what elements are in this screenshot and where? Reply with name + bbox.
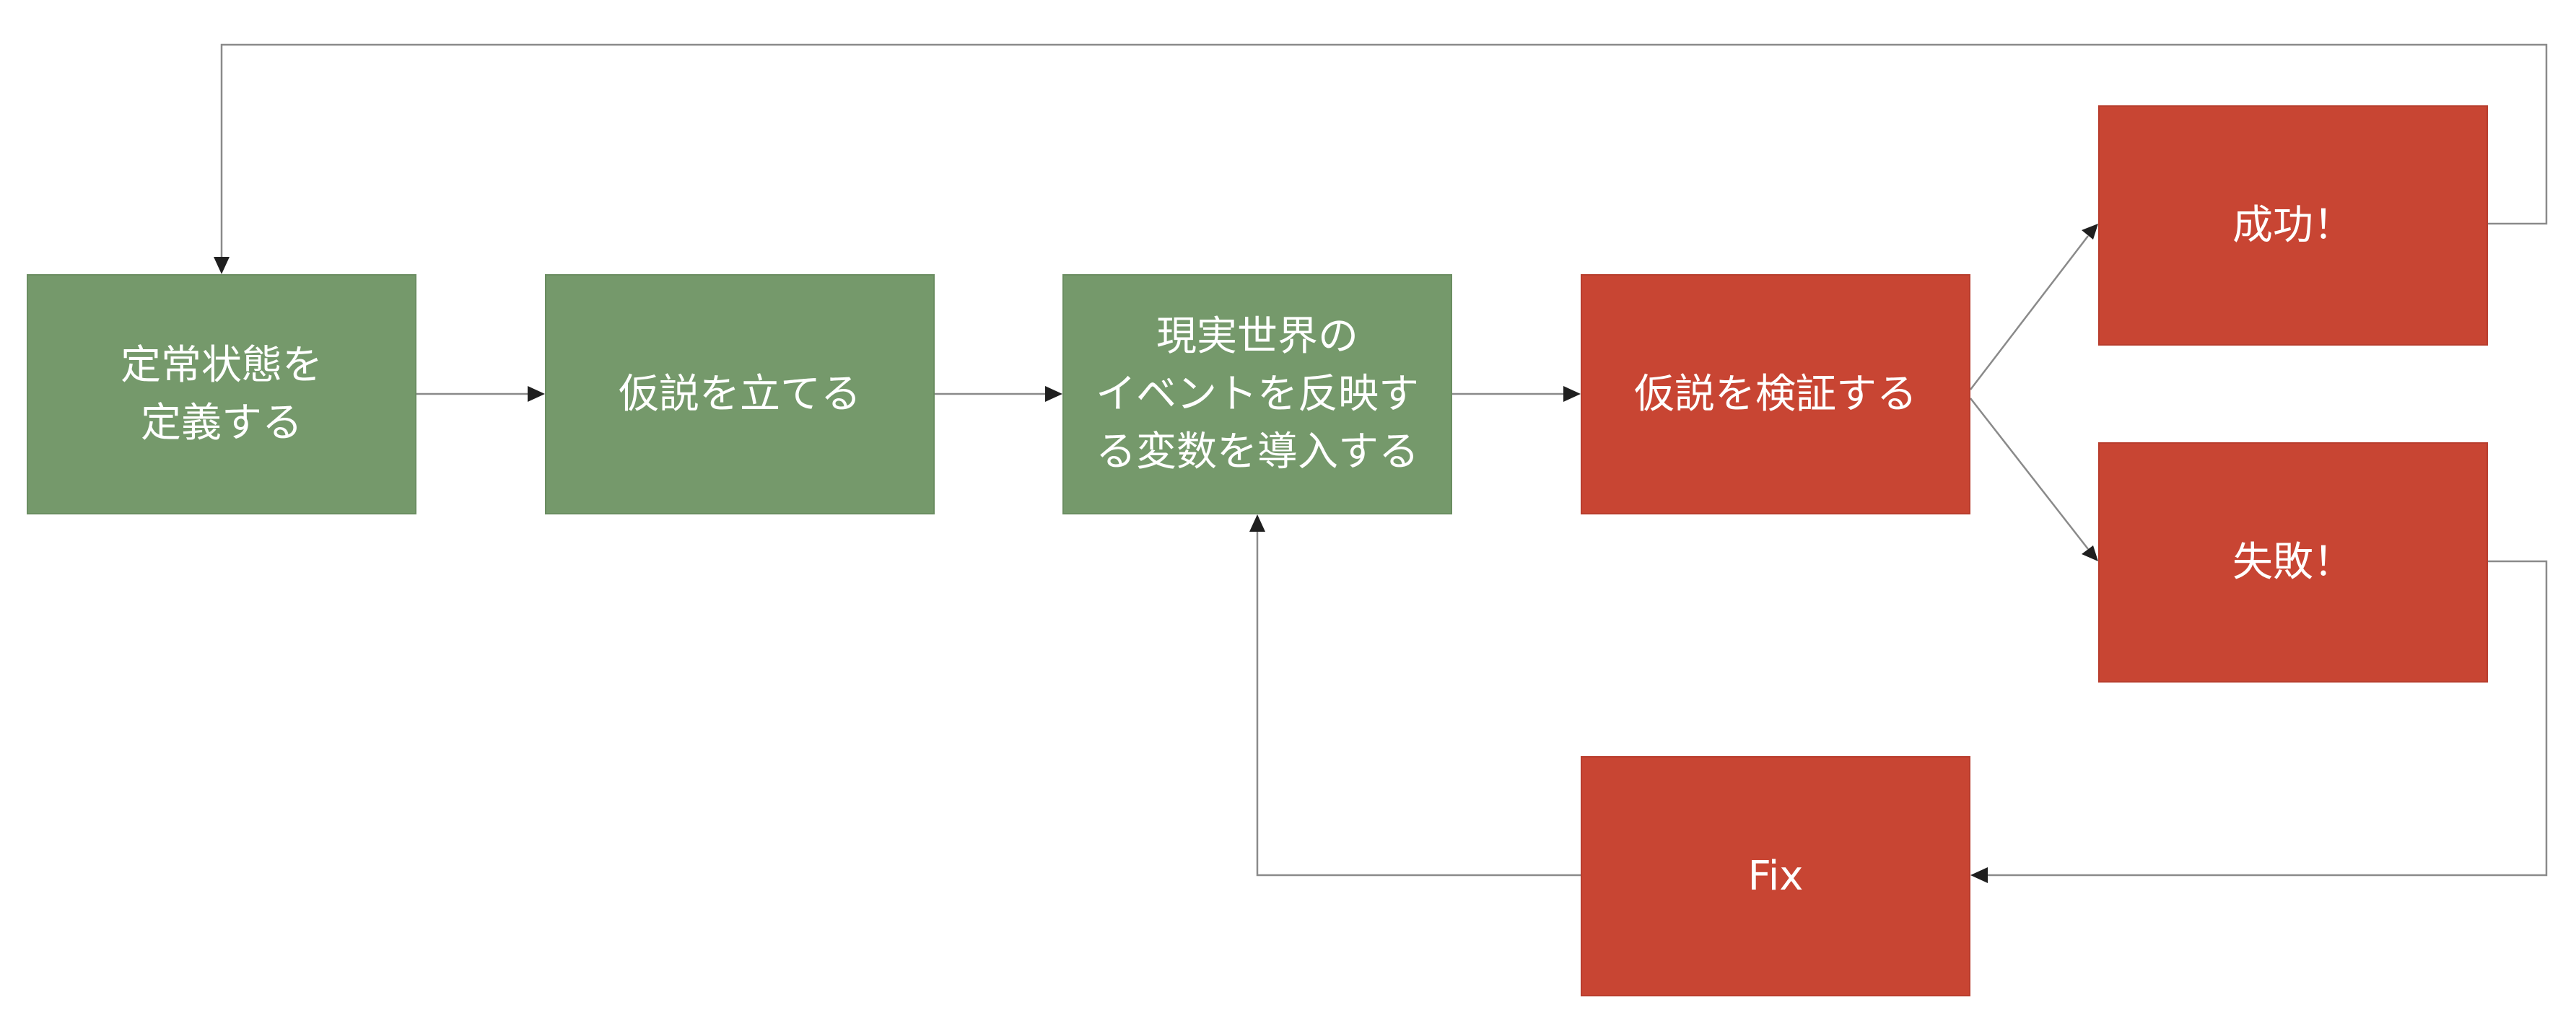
edge-variables-to-verify bbox=[1452, 386, 1581, 402]
arrowhead-icon bbox=[2082, 224, 2098, 240]
node-label-line: イベントを反映す bbox=[1096, 370, 1419, 418]
node-label-line: 現実世界の bbox=[1156, 312, 1358, 360]
edge-hypothesis-to-variables bbox=[935, 386, 1062, 402]
arrowhead-icon bbox=[528, 386, 545, 402]
node-verify-hypothesis: 仮説を検証する bbox=[1581, 274, 1970, 514]
arrowhead-icon bbox=[1970, 867, 1988, 883]
node-label: 成功！ bbox=[2232, 201, 2354, 249]
edge-verify-to-success bbox=[1970, 224, 2098, 390]
node-label-line: 定常状態を bbox=[121, 341, 323, 389]
arrowhead-icon bbox=[1045, 386, 1062, 402]
node-label-line: る変数を導入する bbox=[1096, 428, 1419, 475]
node-fix: Fix bbox=[1581, 756, 1970, 996]
edge-success-to-define bbox=[214, 43, 2548, 274]
edge-failure-to-fix bbox=[1970, 560, 2548, 883]
node-success: 成功！ bbox=[2098, 105, 2488, 346]
node-failure: 失敗！ bbox=[2098, 442, 2488, 683]
arrowhead-icon bbox=[1249, 514, 1265, 532]
node-introduce-variables: 現実世界の イベントを反映す る変数を導入する bbox=[1062, 274, 1452, 514]
node-label-line: 定義する bbox=[141, 399, 302, 447]
node-label: 仮説を立てる bbox=[619, 370, 861, 418]
edge-verify-to-failure bbox=[1970, 398, 2098, 561]
node-label: Fix bbox=[1747, 852, 1804, 900]
arrowhead-icon bbox=[214, 257, 230, 274]
node-define-steady-state: 定常状態を 定義する bbox=[27, 274, 416, 514]
arrowhead-icon bbox=[1563, 386, 1581, 402]
edge-fix-to-variables bbox=[1249, 514, 1581, 877]
arrowhead-icon bbox=[2082, 545, 2098, 561]
edge-define-to-hypothesis bbox=[416, 386, 545, 402]
node-label: 仮説を検証する bbox=[1634, 370, 1917, 418]
node-form-hypothesis: 仮説を立てる bbox=[545, 274, 935, 514]
node-label: 失敗！ bbox=[2232, 538, 2354, 586]
